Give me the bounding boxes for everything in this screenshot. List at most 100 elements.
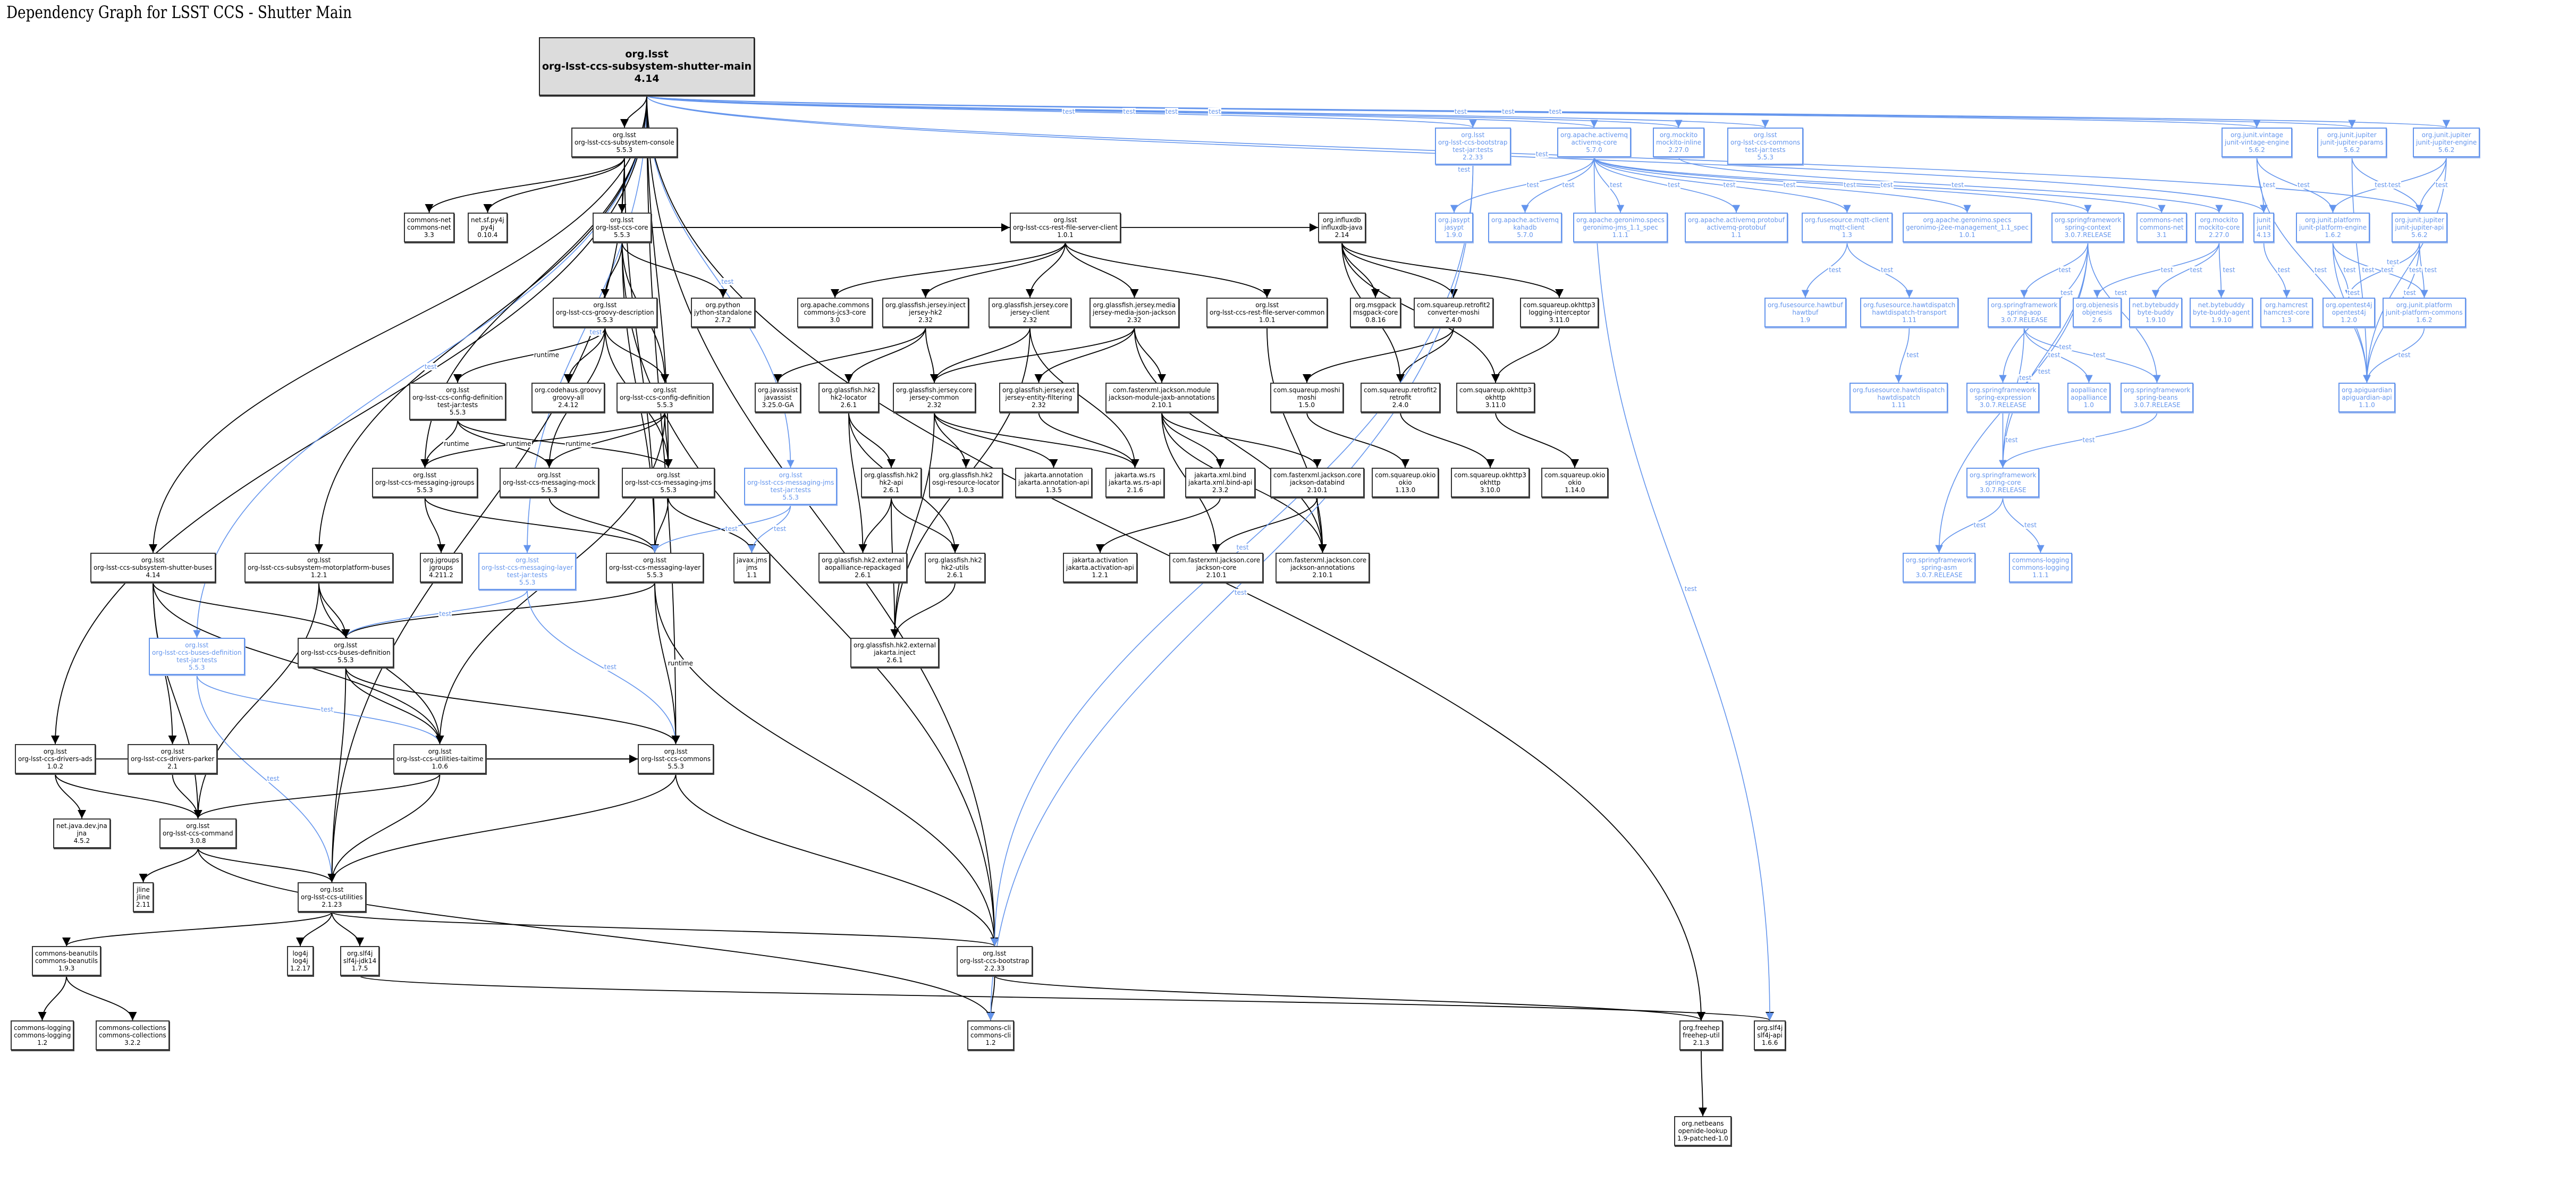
node-root[interactable]: org.lsstorg-lsst-ccs-subsystem-shutter-m… (539, 37, 755, 96)
node-kahadb[interactable]: org.apache.activemqkahadb5.7.0 (1488, 213, 1563, 242)
node-vintage[interactable]: org.junit.vintagejunit-vintage-engine5.6… (2222, 128, 2292, 157)
node-bootstrap[interactable]: org.lsstorg-lsst-ccs-bootstrap2.2.33 (957, 946, 1033, 976)
node-buses-def[interactable]: org.lsstorg-lsst-ccs-buses-definition5.5… (298, 638, 394, 668)
node-hk2-locator[interactable]: org.glassfish.hk2hk2-locator2.6.1 (818, 383, 879, 412)
node-mqtt-client[interactable]: org.fusesource.mqtt-clientmqtt-client1.3 (1802, 213, 1893, 242)
node-freehep[interactable]: org.freehepfreehep-util2.1.3 (1679, 1020, 1723, 1050)
node-jupiter-params[interactable]: org.junit.jupiterjunit-jupiter-params5.6… (2317, 128, 2387, 157)
node-msg-mock[interactable]: org.lsstorg-lsst-ccs-messaging-mock5.5.3 (500, 468, 599, 497)
node-javax-jms[interactable]: javax.jmsjms1.1 (733, 553, 771, 582)
node-drivers-ads[interactable]: org.lsstorg-lsst-ccs-drivers-ads1.0.2 (15, 744, 96, 774)
node-mockito-inline[interactable]: org.mockitomockito-inline2.27.0 (1653, 128, 1705, 157)
node-slf4j-jdk14[interactable]: org.slf4jslf4j-jdk141.7.5 (340, 946, 380, 976)
node-spring-core[interactable]: org.springframeworkspring-core3.0.7.RELE… (1966, 468, 2040, 497)
node-config-def-tests[interactable]: org.lsstorg-lsst-ccs-config-definitionte… (409, 383, 506, 420)
node-jersey-filtering[interactable]: org.glassfish.jersey.extjersey-entity-fi… (999, 383, 1079, 412)
node-activation[interactable]: jakarta.activationjakarta.activation-api… (1063, 553, 1137, 582)
node-console[interactable]: org.lsstorg-lsst-ccs-subsystem-console5.… (571, 128, 678, 157)
node-osgi-locator[interactable]: org.glassfish.hk2osgi-resource-locator1.… (929, 468, 1003, 497)
node-jline[interactable]: jlinejline2.11 (133, 882, 154, 912)
node-hk2-utils[interactable]: org.glassfish.hk2hk2-utils2.6.1 (925, 553, 985, 582)
node-msg-layer-tests[interactable]: org.lsstorg-lsst-ccs-messaging-layertest… (478, 553, 577, 590)
node-motor-buses[interactable]: org.lsstorg-lsst-ccs-subsystem-motorplat… (244, 553, 394, 582)
node-hk2-api[interactable]: org.glassfish.hk2hk2-api2.6.1 (861, 468, 922, 497)
node-byte-buddy[interactable]: net.bytebuddybyte-buddy1.9.10 (2129, 298, 2182, 327)
node-hawtdispatch[interactable]: org.fusesource.hawtdispatchhawtdispatch1… (1849, 383, 1948, 412)
node-ccs-commons[interactable]: org.lsstorg-lsst-ccs-commons5.5.3 (638, 744, 714, 774)
node-jcs3[interactable]: org.apache.commonscommons-jcs3-core3.0 (797, 298, 873, 327)
node-platform-engine[interactable]: org.junit.platformjunit-platform-engine1… (2296, 213, 2370, 242)
node-moshi[interactable]: com.squareup.moshimoshi1.5.0 (1270, 383, 1344, 412)
node-log4j[interactable]: log4jlog4j1.2.17 (287, 946, 314, 976)
node-buses-def-tests[interactable]: org.lsstorg-lsst-ccs-buses-definitiontes… (149, 638, 245, 675)
node-xml-bind[interactable]: jakarta.xml.bindjakarta.xml.bind-api2.3.… (1185, 468, 1256, 497)
node-jersey-common[interactable]: org.glassfish.jersey.corejersey-common2.… (893, 383, 976, 412)
node-groovy-desc[interactable]: org.lsstorg-lsst-ccs-groovy-description5… (553, 298, 657, 327)
node-mockito-core[interactable]: org.mockitomockito-core2.27.0 (2195, 213, 2243, 242)
node-platform-commons[interactable]: org.junit.platformjunit-platform-commons… (2383, 298, 2466, 327)
node-spring-aop[interactable]: org.springframeworkspring-aop3.0.7.RELEA… (1988, 298, 2061, 327)
node-aopalliance[interactable]: aopallianceaopalliance1.0 (2067, 383, 2110, 412)
node-hawtbuf[interactable]: org.fusesource.hawtbufhawtbuf1.9 (1764, 298, 1846, 327)
node-byte-buddy-agent[interactable]: net.bytebuddybyte-buddy-agent1.9.10 (2190, 298, 2253, 327)
node-okio114[interactable]: com.squareup.okiookio1.14.0 (1541, 468, 1609, 497)
node-rest-common[interactable]: org.lsstorg-lsst-ccs-rest-file-server-co… (1206, 298, 1328, 327)
node-activemq-protobuf[interactable]: org.apache.activemq.protobufactivemq-pro… (1685, 213, 1788, 242)
node-ws-rs[interactable]: jakarta.ws.rsjakarta.ws.rs-api2.1.6 (1105, 468, 1165, 497)
node-utilities[interactable]: org.lsstorg-lsst-ccs-utilities2.1.23 (298, 882, 366, 912)
node-influxdb[interactable]: org.influxdbinfluxdb-java2.14 (1318, 213, 1366, 242)
node-jasypt[interactable]: org.jasyptjasypt1.9.0 (1435, 213, 1473, 242)
node-apiguardian[interactable]: org.apiguardianapiguardian-api1.1.0 (2338, 383, 2396, 412)
node-geronimo-jms[interactable]: org.apache.geronimo.specsgeronimo-jms_1.… (1573, 213, 1668, 242)
node-junit[interactable]: junitjunit4.13 (2253, 213, 2274, 242)
node-opentest4j[interactable]: org.opentest4jopentest4j1.2.0 (2322, 298, 2376, 327)
node-msg-jms-tests[interactable]: org.lsstorg-lsst-ccs-messaging-jmstest-j… (744, 468, 838, 505)
node-taitime[interactable]: org.lsstorg-lsst-ccs-utilities-taitime1.… (393, 744, 487, 774)
node-commons-collections[interactable]: commons-collectionscommons-collections3.… (96, 1020, 170, 1050)
node-jython[interactable]: org.pythonjython-standalone2.7.2 (691, 298, 755, 327)
node-beanutils[interactable]: commons-beanutilscommons-beanutils1.9.3 (32, 946, 102, 976)
node-rest-client[interactable]: org.lsstorg-lsst-ccs-rest-file-server-cl… (1010, 213, 1121, 242)
node-jupiter-engine[interactable]: org.junit.jupiterjunit-jupiter-engine5.6… (2413, 128, 2480, 157)
node-openide[interactable]: org.netbeansopenide-lookup1.9-patched-1.… (1674, 1116, 1732, 1146)
node-command[interactable]: org.lsstorg-lsst-ccs-command3.0.8 (159, 818, 237, 848)
node-core[interactable]: org.lsstorg-lsst-ccs-core5.5.3 (593, 213, 652, 242)
node-msg-jgroups[interactable]: org.lsstorg-lsst-ccs-messaging-jgroups5.… (372, 468, 478, 497)
node-hamcrest[interactable]: org.hamcresthamcrest-core1.3 (2260, 298, 2313, 327)
node-spring-expression[interactable]: org.springframeworkspring-expression3.0.… (1966, 383, 2040, 412)
node-msgpack[interactable]: org.msgpackmsgpack-core0.8.16 (1350, 298, 1401, 327)
node-msg-jms[interactable]: org.lsstorg-lsst-ccs-messaging-jms5.5.3 (622, 468, 715, 497)
node-spring-asm[interactable]: org.springframeworkspring-asm3.0.7.RELEA… (1903, 553, 1976, 582)
node-jersey-client[interactable]: org.glassfish.jersey.corejersey-client2.… (989, 298, 1072, 327)
node-bootstrap-tests[interactable]: org.lsstorg-lsst-ccs-bootstraptest-jar:t… (1435, 128, 1511, 165)
node-hawtdispatch-transport[interactable]: org.fusesource.hawtdispatchhawtdispatch-… (1860, 298, 1959, 327)
node-config-def[interactable]: org.lsstorg-lsst-ccs-config-definition5.… (616, 383, 714, 412)
node-jupiter-api[interactable]: org.junit.jupiterjunit-jupiter-api5.6.2 (2392, 213, 2447, 242)
node-py4j[interactable]: net.sf.py4jpy4j0.10.4 (468, 213, 508, 242)
node-commons-cli[interactable]: commons-clicommons-cli1.2 (967, 1020, 1015, 1050)
node-okhttp310[interactable]: com.squareup.okhttp3okhttp3.10.0 (1451, 468, 1530, 497)
node-jersey-hk2[interactable]: org.glassfish.jersey.injectjersey-hk22.3… (882, 298, 969, 327)
node-geronimo-j2ee[interactable]: org.apache.geronimo.specsgeronimo-j2ee-m… (1903, 213, 2032, 242)
node-commons-net33[interactable]: commons-netcommons-net3.3 (404, 213, 454, 242)
node-commons-tests[interactable]: org.lsstorg-lsst-ccs-commonstest-jar:tes… (1727, 128, 1804, 165)
node-commons-logging12[interactable]: commons-loggingcommons-logging1.2 (11, 1020, 74, 1050)
node-jackson-annotations[interactable]: com.fasterxml.jackson.corejackson-annota… (1276, 553, 1370, 582)
node-commons-net31[interactable]: commons-netcommons-net3.1 (2136, 213, 2187, 242)
node-spring-context[interactable]: org.springframeworkspring-context3.0.7.R… (2051, 213, 2125, 242)
node-aopalliance-rep[interactable]: org.glassfish.hk2.externalaopalliance-re… (818, 553, 907, 582)
node-okio113[interactable]: com.squareup.okiookio1.13.0 (1372, 468, 1439, 497)
node-converter-moshi[interactable]: com.squareup.retrofit2converter-moshi2.4… (1414, 298, 1494, 327)
node-logging-interceptor[interactable]: com.squareup.okhttp3logging-interceptor3… (1520, 298, 1599, 327)
node-shutter-buses[interactable]: org.lsstorg-lsst-ccs-subsystem-shutter-b… (90, 553, 216, 582)
node-jackson-core[interactable]: com.fasterxml.jackson.corejackson-core2.… (1169, 553, 1264, 582)
node-jgroups[interactable]: org.jgroupsjgroups4.211.2 (420, 553, 462, 582)
node-javassist[interactable]: org.javassistjavassist3.25.0-GA (755, 383, 801, 412)
node-jna[interactable]: net.java.dev.jnajna4.5.2 (53, 818, 111, 848)
node-spring-beans[interactable]: org.springframeworkspring-beans3.0.7.REL… (2121, 383, 2194, 412)
node-commons-logging111[interactable]: commons-loggingcommons-logging1.1.1 (2009, 553, 2073, 582)
node-retrofit[interactable]: com.squareup.retrofit2retrofit2.4.0 (1361, 383, 1441, 412)
node-okhttp311[interactable]: com.squareup.okhttp3okhttp3.11.0 (1456, 383, 1535, 412)
node-objenesis[interactable]: org.objenesisobjenesis2.6 (2073, 298, 2122, 327)
node-jersey-json[interactable]: org.glassfish.jersey.mediajersey-media-j… (1089, 298, 1179, 327)
